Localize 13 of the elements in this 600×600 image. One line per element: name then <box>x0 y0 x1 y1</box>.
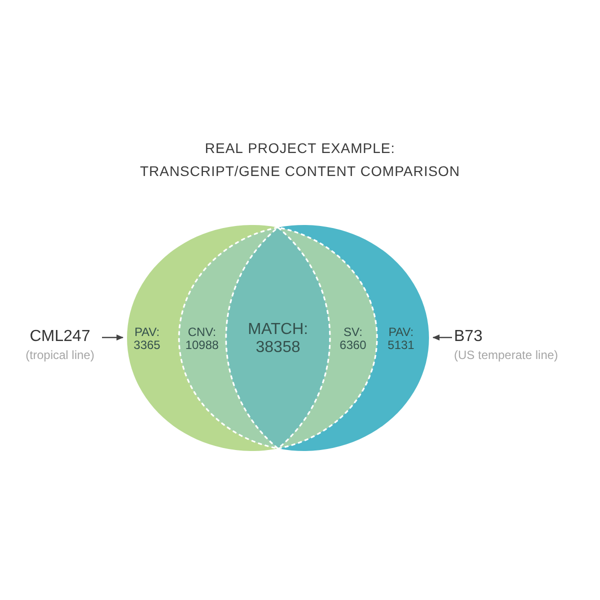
line-description: (tropical line) <box>26 347 94 363</box>
region-label: CNV: 10988 <box>184 326 220 352</box>
region-label: SV: 6360 <box>338 326 368 352</box>
region-label: PAV: 5131 <box>386 326 416 352</box>
venn-region <box>226 226 330 448</box>
line-name: B73 <box>454 327 482 347</box>
arrow <box>432 334 452 340</box>
region-label: PAV: 3365 <box>132 326 162 352</box>
arrow <box>102 334 124 340</box>
region-label: MATCH: 38358 <box>246 321 310 357</box>
line-name: CML247 <box>30 327 90 347</box>
diagram-title: REAL PROJECT EXAMPLE: TRANSCRIPT/GENE CONTENT COMPARISON <box>138 139 462 181</box>
line-description: (US temperate line) <box>454 347 558 363</box>
